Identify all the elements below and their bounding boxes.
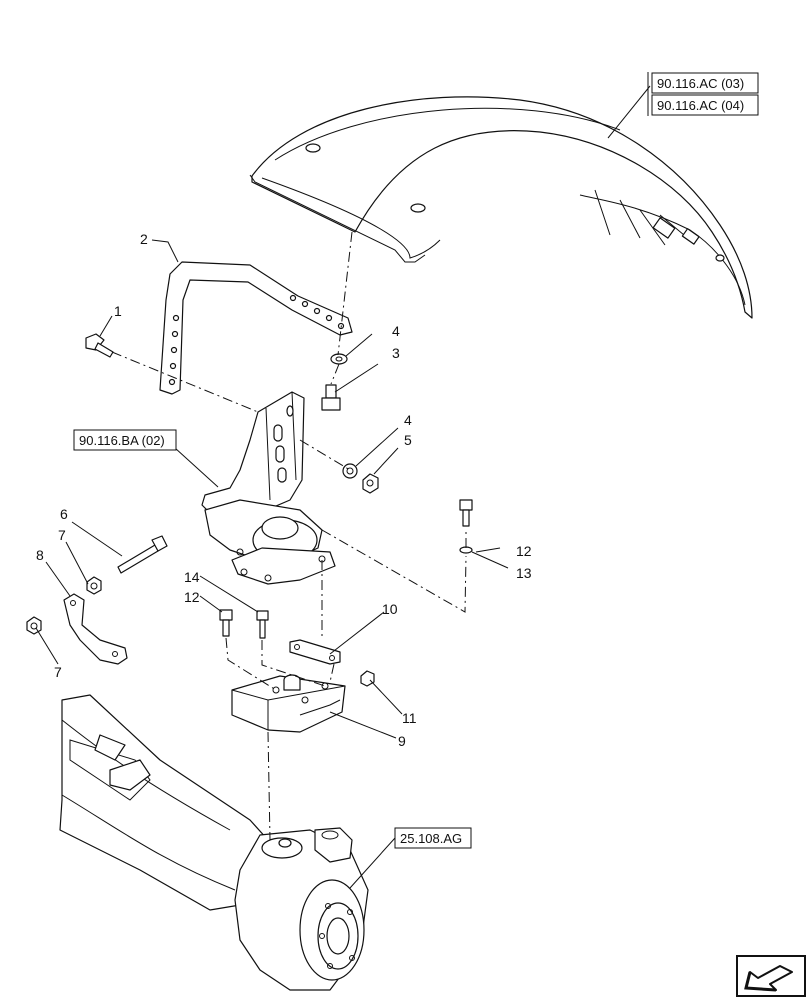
callout-7-lower: 7 <box>54 664 62 680</box>
callout-10: 10 <box>382 601 398 617</box>
callout-2: 2 <box>140 231 148 247</box>
fender-reference-1[interactable]: 90.116.AC (03) <box>651 72 759 94</box>
nut-5 <box>362 473 379 494</box>
axle-reference[interactable]: 25.108.AG <box>394 827 472 849</box>
assembly-lines <box>111 231 467 841</box>
nut-7-upper <box>86 576 102 595</box>
fender <box>249 96 753 319</box>
nut-7-lower <box>26 616 42 635</box>
bolt-3 <box>321 384 341 411</box>
bolt-12-left <box>219 609 233 637</box>
callout-11: 11 <box>402 710 417 726</box>
callout-5: 5 <box>404 432 412 448</box>
callout-3: 3 <box>392 345 400 361</box>
bolt-12-right <box>459 499 473 527</box>
bracket-reference-label: 90.116.BA (02) <box>79 433 165 448</box>
fender-reference-2[interactable]: 90.116.AC (04) <box>651 94 759 116</box>
callout-4-upper: 4 <box>392 323 400 339</box>
washer-4-upper <box>330 353 348 365</box>
callout-14: 14 <box>184 569 200 585</box>
arrow-back-icon[interactable] <box>736 955 806 997</box>
fender-reference-2-label: 90.116.AC (04) <box>657 98 744 113</box>
washer-4-lower <box>342 463 358 479</box>
bracket-reference[interactable]: 90.116.BA (02) <box>73 429 177 451</box>
plate-10 <box>289 639 341 665</box>
callout-1: 1 <box>114 303 122 319</box>
callout-7-upper: 7 <box>58 527 66 543</box>
bolt-6 <box>117 535 168 574</box>
callout-numbers: 1 2 3 4 4 5 6 7 8 7 9 10 11 12 12 13 14 <box>36 231 532 749</box>
fender-stay-bar <box>159 261 353 395</box>
mounting-block-9 <box>231 674 346 733</box>
bolt-1 <box>85 333 114 358</box>
fender-reference-1-label: 90.116.AC (03) <box>657 76 744 91</box>
callout-9: 9 <box>398 733 406 749</box>
callout-12-right: 12 <box>516 543 532 559</box>
support-bracket-8 <box>63 593 128 665</box>
callout-8: 8 <box>36 547 44 563</box>
callout-12-left: 12 <box>184 589 200 605</box>
callout-6: 6 <box>60 506 68 522</box>
callout-leaders <box>35 239 509 739</box>
bolt-14 <box>256 610 269 639</box>
front-axle <box>59 694 369 991</box>
callout-13: 13 <box>516 565 532 581</box>
nut-11 <box>360 670 375 687</box>
axle-reference-label: 25.108.AG <box>400 831 462 846</box>
fender-mount-bracket <box>201 391 336 585</box>
callout-4-lower: 4 <box>404 412 412 428</box>
